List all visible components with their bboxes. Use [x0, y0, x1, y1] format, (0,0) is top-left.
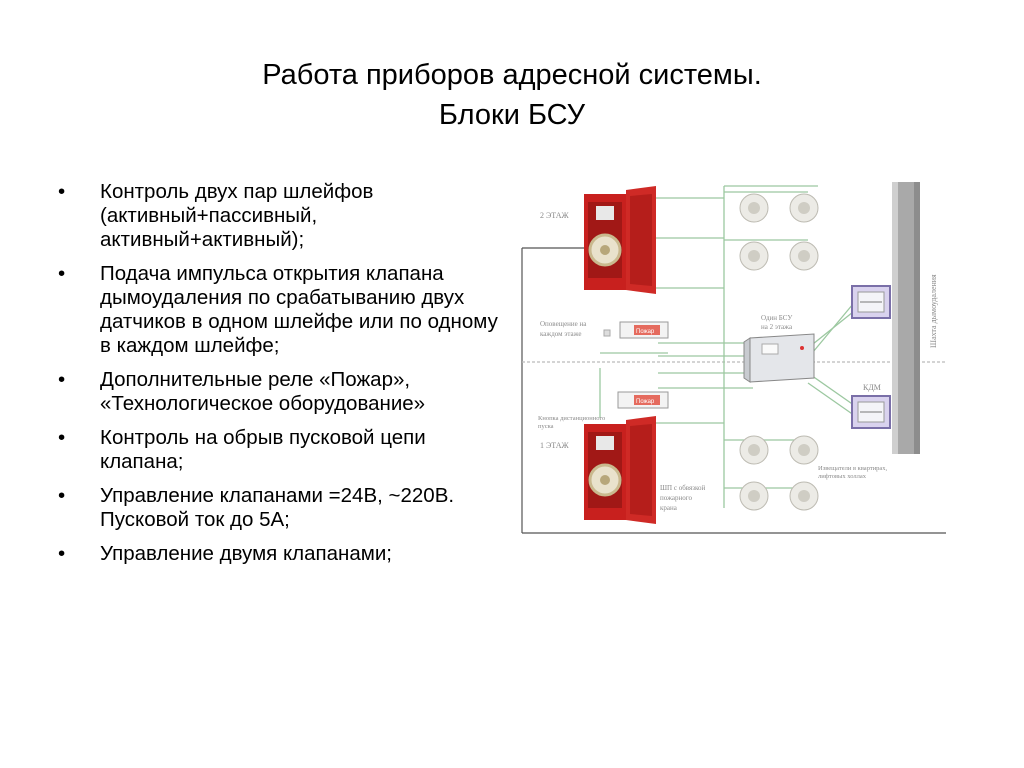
smoke-control-diagram: Шахта дымоудаления 2 ЭТАЖ 1 ЭТАЖ Оповеще…	[518, 178, 948, 538]
hydrant-label-line2: пожарного	[660, 494, 692, 502]
hydrant-label-line1: ШП с обвязкой	[660, 484, 706, 492]
shaft-label: Шахта дымоудаления	[929, 274, 938, 348]
bsu-label-line1: Один БСУ	[761, 314, 792, 322]
bsu-control-box-icon	[743, 333, 815, 383]
hydrant-label-line3: крана	[660, 504, 678, 512]
bullet-item: Контроль двух пар шлейфов (активный+пасс…	[58, 180, 498, 252]
button-label-line1: Кнопка дистанционного	[538, 415, 605, 422]
smoke-detector-icon	[739, 241, 769, 271]
hydrant-cabinet-icon	[584, 416, 656, 524]
alarm-sign-icon: Пожар	[617, 391, 669, 409]
bullet-item: Контроль на обрыв пусковой цепи клапана;	[58, 426, 498, 474]
notify-label-line2: каждом этаже	[540, 330, 581, 338]
slide-title-line1: Работа приборов адресной системы.	[262, 59, 762, 91]
kdm-label: КДМ	[863, 383, 881, 392]
bullet-item: Управление клапанами =24В, ~220В. Пусков…	[58, 484, 498, 532]
bullet-item: Дополнительные реле «Пожар», «Технологич…	[58, 368, 498, 416]
detectors-label-line1: Извещатели в квартирах,	[818, 465, 888, 472]
alarm-sign-icon: Пожар	[603, 321, 669, 339]
bullet-item: Подача импульса открытия клапана дымоуда…	[58, 262, 498, 358]
smoke-detector-icon	[789, 241, 819, 271]
floor-2-label: 2 ЭТАЖ	[540, 211, 570, 220]
smoke-detector-icon	[739, 481, 769, 511]
floor-1-label: 1 ЭТАЖ	[540, 441, 570, 450]
smoke-detector-icon	[789, 435, 819, 465]
building-outline	[521, 247, 946, 534]
wiring	[599, 185, 859, 508]
alarm-sign-label: Пожар	[636, 399, 655, 405]
smoke-detector-icon	[789, 481, 819, 511]
detectors-label-line2: лифтовых холлах	[818, 473, 867, 480]
bullet-item: Управление двумя клапанами;	[58, 542, 498, 566]
smoke-detector-icon	[739, 193, 769, 223]
smoke-shaft: Шахта дымоудаления	[892, 182, 938, 454]
smoke-detector-icon	[739, 435, 769, 465]
notify-label-line1: Оповещение на	[540, 320, 587, 328]
bullet-list: Контроль двух пар шлейфов (активный+пасс…	[58, 180, 498, 576]
button-label-line2: пуска	[538, 423, 554, 430]
slide-title: Работа приборов адресной системы. Блоки …	[0, 55, 1024, 135]
smoke-valve-icon	[851, 395, 891, 429]
hydrant-cabinet-icon	[584, 186, 656, 294]
slide-title-line2: Блоки БСУ	[438, 99, 586, 131]
smoke-detector-icon	[789, 193, 819, 223]
bsu-label-line2: на 2 этажа	[761, 323, 793, 331]
alarm-sign-label: Пожар	[636, 329, 655, 335]
smoke-valve-icon	[851, 285, 891, 319]
